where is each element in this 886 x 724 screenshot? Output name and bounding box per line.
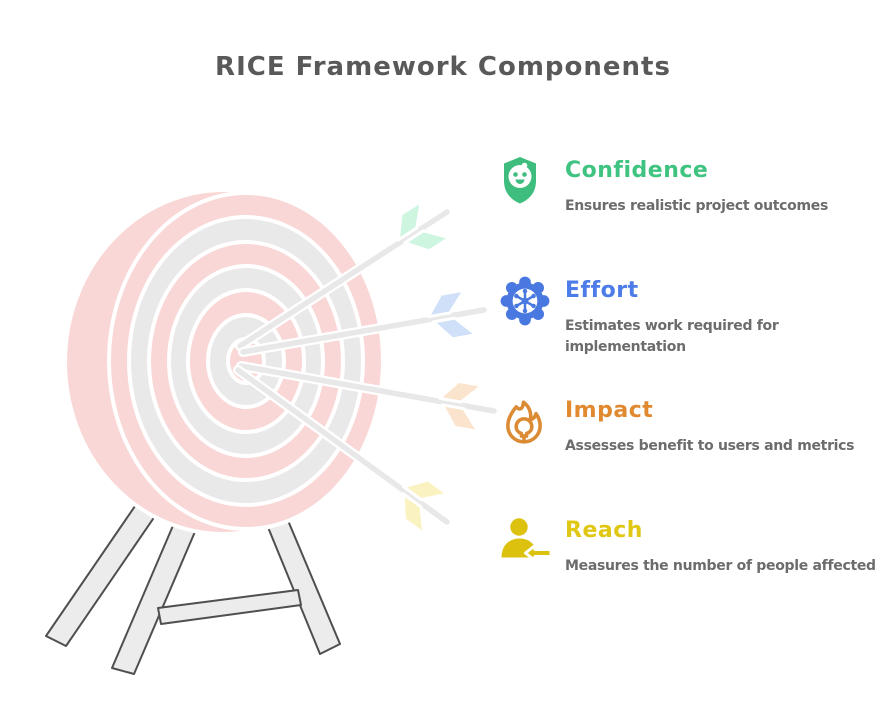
dartboard-illustration [45,190,499,675]
item-description: Estimates work required for implementati… [565,318,779,356]
fletching-yellow-lower [401,492,426,536]
arrow-effort [238,288,489,357]
effort-gear-icon [498,272,556,330]
item-confidence: Confidence Ensures realistic project out… [498,152,878,270]
fletching-green-upper [396,199,423,242]
fletching-green-lower [403,229,451,253]
fletching-blue-lower [431,316,478,341]
arrow-impact [236,361,499,434]
item-label: Impact [565,398,654,423]
arrow-reach [233,365,452,536]
item-label: Confidence [565,158,709,183]
item-description: Assesses benefit to users and metrics [565,438,855,455]
target-rings [107,191,385,531]
item-description: Measures the number of people affected [565,558,876,575]
item-label: Reach [565,518,643,543]
impact-flame-icon [498,392,556,450]
fletching-yellow-upper [401,478,450,502]
item-description: Ensures realistic project outcomes [565,198,828,215]
fletching-blue-upper [426,288,466,319]
item-impact: Impact Assesses benefit to users and met… [498,392,878,510]
reach-person-icon [498,512,556,570]
arrow-confidence [235,199,452,351]
page-title: RICE Framework Components [215,52,671,82]
easel-crossbar [157,589,302,625]
fletching-orange-upper [437,379,484,404]
item-reach: Reach Measures the number of people affe… [498,512,878,630]
item-effort: Effort Estimates work required for imple… [498,272,878,390]
item-label: Effort [565,278,639,303]
fletching-orange-lower [440,403,480,434]
confidence-shield-icon [498,152,556,210]
